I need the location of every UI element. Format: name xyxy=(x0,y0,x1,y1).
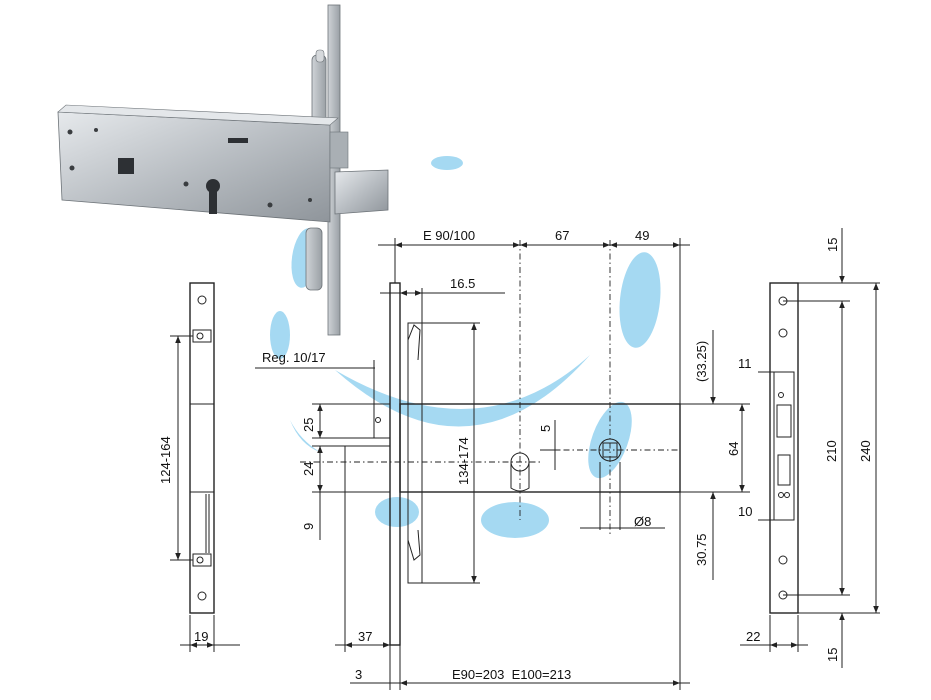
label-49: 49 xyxy=(635,228,649,243)
label-30-75: 30.75 xyxy=(694,533,709,566)
label-64: 64 xyxy=(726,442,741,456)
lock-body-drawing xyxy=(255,238,750,690)
label-16-5: 16.5 xyxy=(450,276,475,291)
label-15-bottom: 15 xyxy=(825,648,840,662)
dimension-labels: E 90/100 67 49 16.5 Reg. 10/17 (33.25) 1… xyxy=(158,228,873,682)
label-15-top: 15 xyxy=(825,238,840,252)
label-67: 67 xyxy=(555,228,569,243)
label-37: 37 xyxy=(358,629,372,644)
label-22: 22 xyxy=(746,629,760,644)
label-diameter-8: Ø8 xyxy=(634,514,651,529)
label-reg-10-17: Reg. 10/17 xyxy=(262,350,326,365)
label-10: 10 xyxy=(738,504,752,519)
label-11: 11 xyxy=(738,356,752,371)
label-9: 9 xyxy=(301,523,316,530)
label-5: 5 xyxy=(538,425,553,432)
label-134-174: 134-174 xyxy=(456,437,471,485)
label-33-25: (33.25) xyxy=(694,341,709,382)
strike-plate-drawing xyxy=(170,282,240,652)
label-19: 19 xyxy=(194,629,208,644)
label-24: 24 xyxy=(301,462,316,476)
label-e-90-100: E 90/100 xyxy=(423,228,475,243)
watermark xyxy=(270,156,661,538)
faceplate-drawing xyxy=(740,228,880,668)
label-25: 25 xyxy=(301,418,316,432)
lock-product-image xyxy=(57,4,389,336)
label-210: 210 xyxy=(824,440,839,462)
label-124-164: 124-164 xyxy=(158,436,173,484)
label-240: 240 xyxy=(858,440,873,462)
label-e-total: E90=203 E100=213 xyxy=(452,667,571,682)
label-3: 3 xyxy=(355,667,362,682)
